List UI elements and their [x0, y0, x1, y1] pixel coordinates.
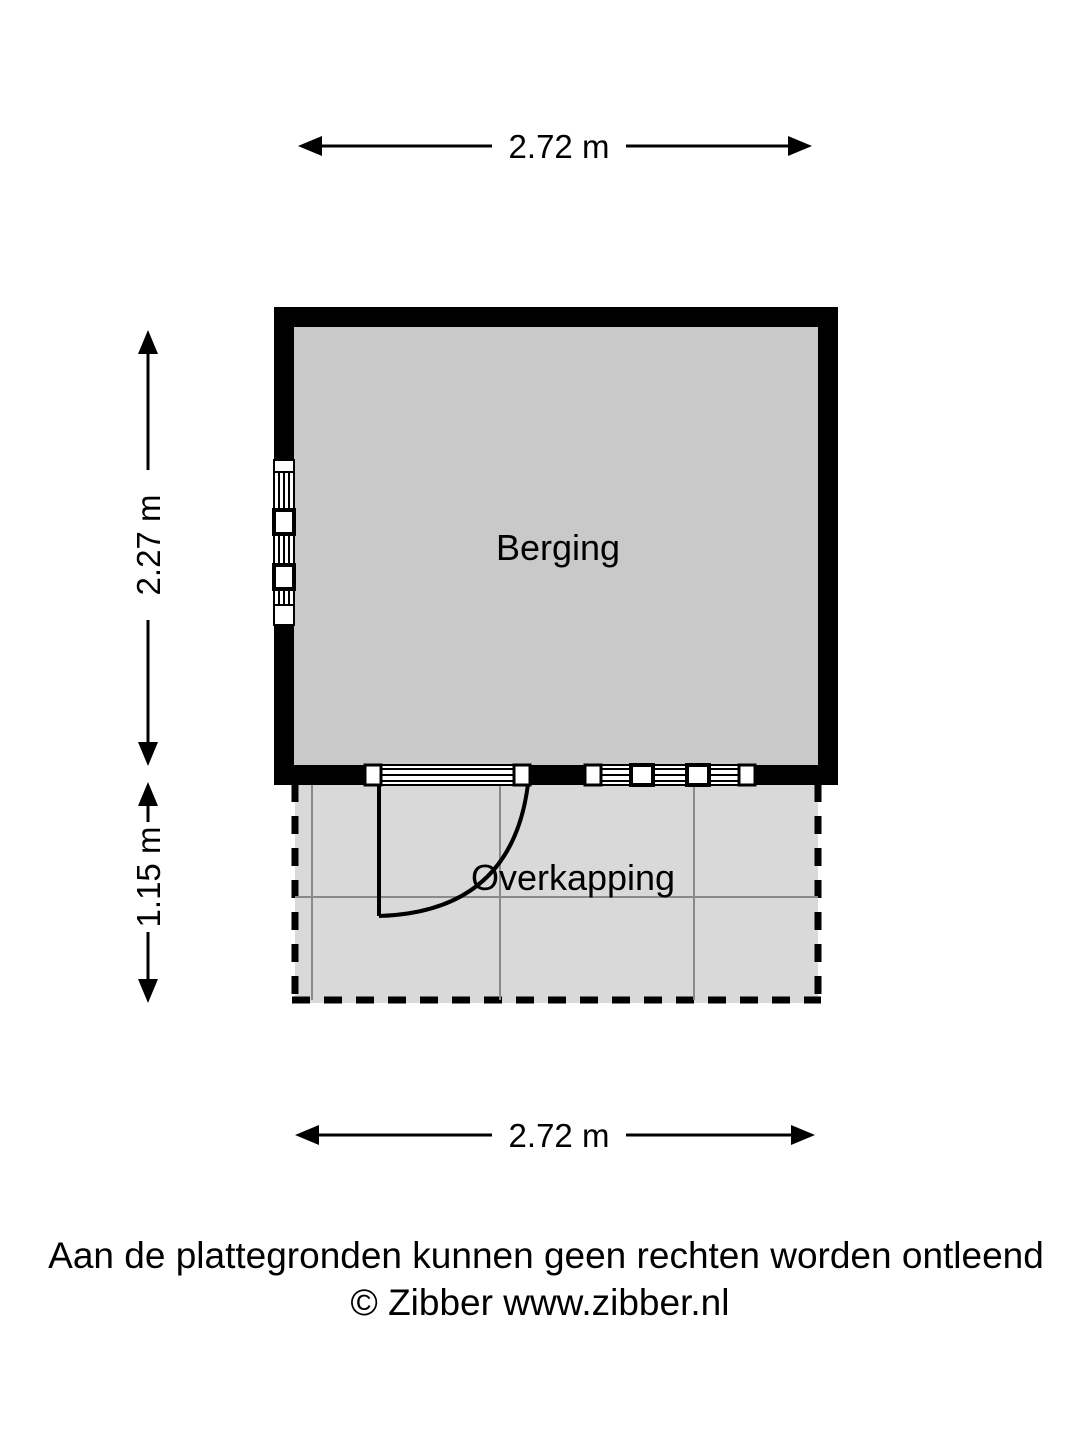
berging-floor-fill — [294, 327, 818, 765]
dimension-bottom-label: 2.72 m — [509, 1117, 610, 1154]
overkapping-floor-fill — [295, 782, 818, 1003]
room-label-overkapping: Overkapping — [471, 857, 675, 898]
dimension-top-label: 2.72 m — [509, 128, 610, 165]
window-bottom-mullion-1 — [629, 763, 655, 787]
room-label-berging: Berging — [496, 527, 620, 568]
dimension-left-lower: 1.15 m — [130, 782, 167, 1003]
door-swing-arc — [378, 783, 530, 918]
dimension-bottom-left-arrowhead — [295, 1125, 319, 1145]
dimension-left-lower-top-arrowhead — [138, 782, 158, 806]
dimension-left-upper-top-arrowhead — [138, 330, 158, 354]
dimension-left-lower-label: 1.15 m — [130, 827, 167, 928]
dimension-top: 2.72 m — [298, 128, 812, 165]
dimension-top-left-arrowhead — [298, 136, 322, 156]
dimension-left-upper-bottom-arrowhead — [138, 742, 158, 766]
window-bottom-mullion-2 — [685, 763, 711, 787]
window-bottom-wall[interactable] — [583, 763, 757, 787]
window-left-mullion-top — [273, 459, 295, 473]
door-bottom-wall[interactable] — [363, 763, 532, 787]
dimension-left-lower-bottom-arrowhead — [138, 979, 158, 1003]
window-left-wall[interactable] — [272, 459, 296, 626]
dimension-top-right-arrowhead — [788, 136, 812, 156]
dimension-bottom-right-arrowhead — [791, 1125, 815, 1145]
window-left-mullion-bottom — [273, 604, 295, 626]
window-bottom-jamb-right — [737, 763, 757, 787]
footer-copyright: © Zibber www.zibber.nl — [351, 1282, 730, 1323]
dimension-left-upper: 2.27 m — [130, 330, 167, 766]
door-jamb-left — [363, 763, 383, 787]
footer: Aan de plattegronden kunnen geen rechten… — [48, 1235, 1044, 1323]
window-bottom-jamb-left — [583, 763, 603, 787]
dimension-left-upper-label: 2.27 m — [130, 495, 167, 596]
room-overkapping[interactable]: Overkapping — [291, 782, 822, 1004]
window-left-mullion-mid-upper — [272, 508, 296, 536]
dimension-bottom: 2.72 m — [295, 1117, 815, 1154]
footer-disclaimer: Aan de plattegronden kunnen geen rechten… — [48, 1235, 1044, 1276]
room-berging[interactable]: Berging — [274, 307, 838, 785]
window-left-mullion-mid-lower — [272, 563, 296, 591]
door-jamb-right — [512, 763, 532, 787]
